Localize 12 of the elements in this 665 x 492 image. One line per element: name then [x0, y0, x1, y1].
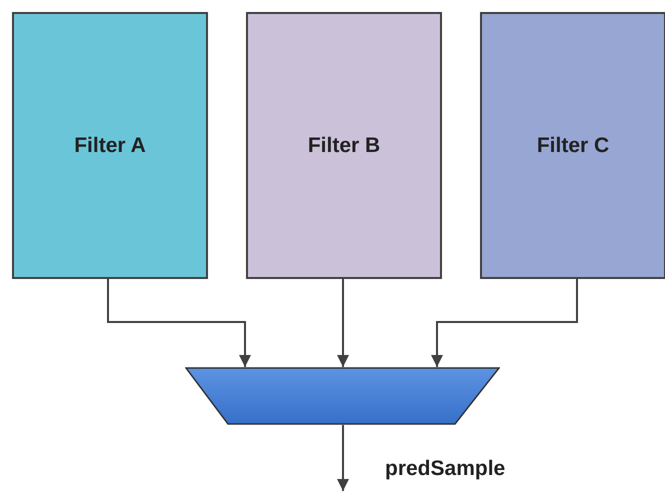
box-label: Filter B [308, 134, 380, 158]
multiplexer-shape [185, 367, 500, 425]
box-label: Filter A [74, 134, 146, 158]
arrow [337, 425, 349, 491]
arrow [107, 279, 251, 367]
edge-label: predSample [385, 457, 506, 481]
filter-box [480, 12, 665, 279]
filter-box [12, 12, 208, 279]
box-label: Filter C [536, 134, 610, 158]
arrow [431, 279, 578, 367]
filter-box [246, 12, 442, 279]
arrow [337, 279, 349, 367]
